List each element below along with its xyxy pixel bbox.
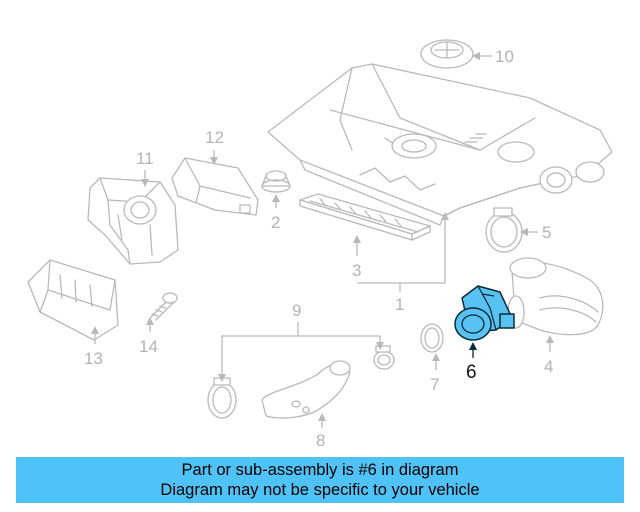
callout-8: 8 <box>316 431 325 450</box>
callout-14: 14 <box>139 337 158 356</box>
part-4-intake-hose <box>507 257 604 336</box>
part-1-engine-cover <box>267 63 613 226</box>
banner-line-1: Part or sub-assembly is #6 in diagram <box>181 461 459 479</box>
callout-13: 13 <box>84 349 103 368</box>
callout-11: 11 <box>136 149 154 168</box>
part-11-air-box <box>87 177 179 265</box>
part-2-grommet <box>261 170 291 193</box>
part-3-air-filter <box>299 193 431 241</box>
callout-5: 5 <box>542 223 551 242</box>
callout-6: 6 <box>466 362 477 383</box>
leader-lines <box>91 52 554 428</box>
callout-12: 12 <box>205 128 224 147</box>
part-8-hose <box>261 360 351 419</box>
part-7-o-ring <box>420 323 444 353</box>
callout-4: 4 <box>544 357 553 376</box>
part-6-mass-air-flow-sensor <box>454 285 515 341</box>
part-5-clamp <box>485 207 523 253</box>
callout-10: 10 <box>495 47 514 66</box>
banner-line-2: Diagram may not be specific to your vehi… <box>160 481 480 499</box>
callout-9: 9 <box>292 301 301 320</box>
callout-1: 1 <box>395 295 404 314</box>
callout-3: 3 <box>352 261 361 280</box>
part-10-cap <box>420 39 474 69</box>
info-banner: Part or sub-assembly is #6 in diagram Di… <box>16 457 624 503</box>
part-13-bracket-duct <box>27 259 119 341</box>
callout-2: 2 <box>271 213 280 232</box>
callout-7: 7 <box>430 375 439 394</box>
callout-numbers: 10 12 11 2 3 1 5 4 6 7 9 13 14 8 <box>84 47 553 450</box>
part-12-duct <box>171 157 259 216</box>
part-14-screw <box>149 292 178 321</box>
